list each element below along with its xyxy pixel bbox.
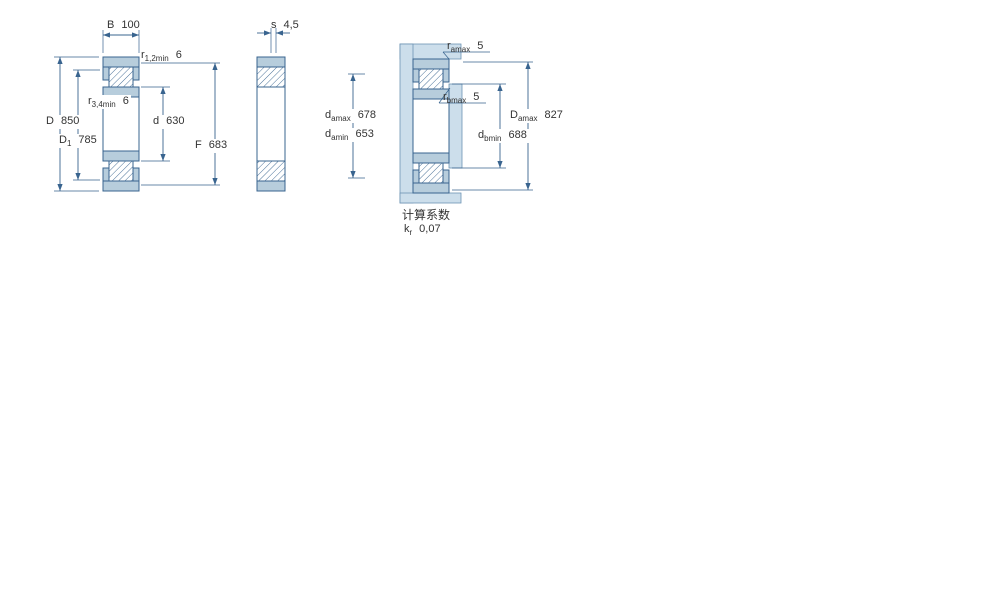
m-flange-right <box>442 68 450 83</box>
outer-ring-bottom <box>102 180 140 192</box>
side-outer-bottom <box>256 180 286 192</box>
m-outer-ring-top <box>412 58 450 70</box>
m-flange-left <box>412 68 420 83</box>
m-flange-left-b <box>412 169 420 184</box>
dimension-s <box>257 28 290 53</box>
calculation-factors-title: 计算系数 <box>402 208 451 222</box>
inner-ring-bottom <box>102 150 140 162</box>
roller-top <box>108 66 134 88</box>
side-outer-top <box>256 56 286 68</box>
mounting-section-view <box>412 58 450 194</box>
dimension-da <box>348 73 365 179</box>
m-bore-section <box>412 98 450 154</box>
cross-section-view <box>102 56 140 192</box>
dimension-F <box>141 62 220 186</box>
dimension-B <box>102 30 140 53</box>
dimension-db <box>452 83 506 169</box>
m-outer-ring-bottom <box>412 182 450 194</box>
side-view <box>256 56 286 192</box>
dimension-Da <box>452 61 533 191</box>
housing-shoulder-bottom <box>399 192 462 204</box>
side-roller-top <box>256 66 286 88</box>
outer-ring-flange-left <box>102 66 110 81</box>
leader-rb <box>438 87 486 104</box>
leader-ra <box>442 51 490 60</box>
outer-ring-top <box>102 56 140 68</box>
shoulder-face-left <box>399 43 414 204</box>
m-roller-bottom <box>418 162 444 184</box>
m-inner-ring-bottom <box>412 152 450 164</box>
side-roller-bottom <box>256 160 286 182</box>
outer-ring-flange-right <box>132 66 140 81</box>
m-roller-top <box>418 68 444 90</box>
side-middle <box>256 86 286 162</box>
outer-ring-flange-left-b <box>102 167 110 182</box>
outer-ring-flange-right-b <box>132 167 140 182</box>
roller-bottom <box>108 160 134 182</box>
m-flange-right-b <box>442 169 450 184</box>
